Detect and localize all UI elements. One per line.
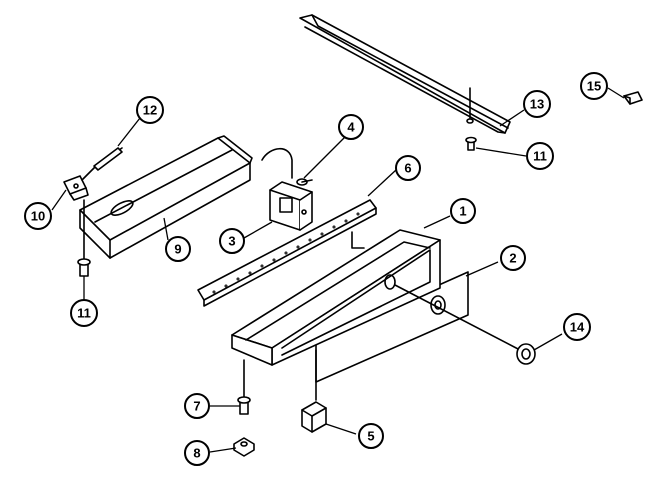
svg-text:2: 2	[509, 251, 516, 266]
part-3-solenoid	[261, 147, 313, 231]
callout-4: 4	[338, 114, 364, 140]
svg-text:15: 15	[587, 79, 601, 94]
part-11-screw-right	[465, 136, 477, 151]
part-6-rail	[197, 199, 377, 307]
svg-text:7: 7	[193, 399, 200, 414]
callout-13: 13	[523, 90, 551, 118]
svg-text:8: 8	[193, 446, 200, 461]
svg-text:6: 6	[404, 161, 411, 176]
svg-text:13: 13	[530, 97, 544, 112]
part-7-screw	[237, 359, 251, 415]
svg-text:9: 9	[174, 242, 181, 257]
svg-text:14: 14	[570, 320, 585, 335]
callout-7: 7	[184, 393, 210, 419]
part-15-clip	[623, 91, 643, 105]
callout-5: 5	[358, 423, 384, 449]
part-1-housing	[231, 229, 441, 366]
part-5-clip	[301, 349, 327, 433]
callout-11-right: 11	[526, 142, 554, 170]
leader-lines	[51, 87, 625, 453]
svg-text:12: 12	[143, 103, 157, 118]
part-14-knob	[394, 284, 536, 365]
callout-12: 12	[136, 96, 164, 124]
callout-10: 10	[24, 202, 52, 230]
svg-text:1: 1	[459, 204, 466, 219]
svg-text:5: 5	[367, 429, 374, 444]
callout-9: 9	[165, 236, 191, 262]
callout-6: 6	[395, 155, 421, 181]
svg-text:11: 11	[77, 306, 91, 321]
svg-text:11: 11	[533, 149, 547, 164]
callout-2: 2	[500, 245, 526, 271]
svg-text:3: 3	[228, 234, 235, 249]
svg-text:10: 10	[31, 209, 45, 224]
callout-8: 8	[184, 440, 210, 466]
callout-1: 1	[450, 198, 476, 224]
part-10-switch	[63, 175, 89, 201]
callout-15: 15	[580, 72, 608, 100]
callout-3: 3	[219, 228, 245, 254]
part-8-nut	[233, 437, 255, 457]
part-4-screw	[296, 178, 313, 186]
part-13-top-bracket	[299, 14, 511, 134]
callout-14: 14	[563, 313, 591, 341]
svg-text:4: 4	[347, 120, 355, 135]
part-9-left-bracket	[79, 135, 253, 259]
callout-11-left: 11	[70, 299, 98, 327]
part-12-pin	[81, 147, 123, 181]
